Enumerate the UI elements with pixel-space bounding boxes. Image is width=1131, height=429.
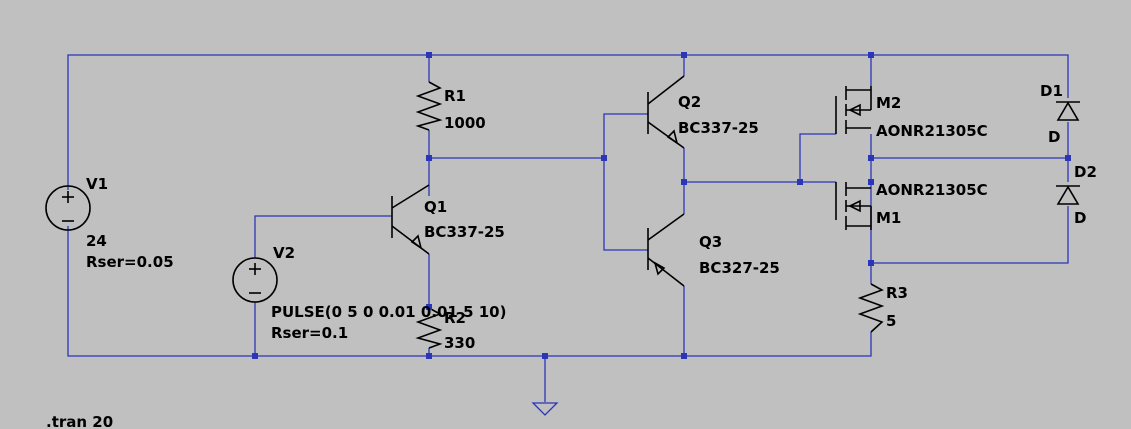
r3-ref-label: R3: [886, 284, 908, 302]
m2-mosfet[interactable]: [835, 86, 872, 134]
junction-dot: [252, 353, 258, 359]
wire-bottom-rail[interactable]: [67, 226, 872, 357]
junction-dot: [601, 155, 607, 161]
r1-value-label: 1000: [444, 114, 486, 132]
junction-dot: [868, 179, 874, 185]
q1-ref-label: Q1: [424, 198, 447, 216]
r3-value-label: 5: [886, 312, 896, 330]
junction-dot: [868, 52, 874, 58]
junction-dot: [1065, 155, 1071, 161]
junction-dot: [681, 179, 687, 185]
q2-value-label: BC337-25: [678, 119, 759, 137]
d1-ref-label: D1: [1040, 82, 1063, 100]
wire-d2-anode[interactable]: [871, 206, 1069, 264]
junction-dot: [426, 353, 432, 359]
m2-ref-label: M2: [876, 94, 901, 112]
v2-param-label: Rser=0.1: [271, 324, 348, 342]
m1-ref-label: M1: [876, 209, 901, 227]
r1-ref-label: R1: [444, 87, 466, 105]
wire-driver-bases[interactable]: [603, 113, 648, 251]
m1-value-label: AONR21305C: [876, 181, 988, 199]
q1-npn-transistor[interactable]: [391, 184, 430, 255]
junction-dot: [542, 353, 548, 359]
d2-ref-label: D2: [1074, 163, 1097, 181]
r2-resistor-symbol[interactable]: [415, 307, 443, 349]
junctions: [252, 52, 1071, 359]
v1-ref-label: V1: [86, 175, 108, 193]
wire-top-rail[interactable]: [67, 54, 1069, 190]
junction-dot: [426, 52, 432, 58]
m2-value-label: AONR21305C: [876, 122, 988, 140]
junction-dot: [426, 155, 432, 161]
r2-value-label: 330: [444, 334, 475, 352]
m1-mosfet[interactable]: [835, 182, 872, 230]
q2-ref-label: Q2: [678, 93, 701, 111]
r3-resistor-symbol[interactable]: [857, 283, 885, 333]
q3-ref-label: Q3: [699, 233, 722, 251]
wires: [67, 54, 1069, 402]
q3-value-label: BC327-25: [699, 259, 780, 277]
q3-pnp-transistor[interactable]: [647, 213, 685, 287]
junction-dot: [681, 52, 687, 58]
v1-value-label: 24: [86, 232, 107, 250]
v1-param-label: Rser=0.05: [86, 253, 174, 271]
r2-ref-label: R2: [444, 309, 466, 327]
v2-value-label: PULSE(0 5 0 0.01 0.01 5 10): [271, 303, 506, 321]
spice-directive[interactable]: .tran 20: [46, 413, 113, 429]
junction-dot: [868, 260, 874, 266]
v1-source-symbol[interactable]: [45, 185, 91, 231]
q2-npn-transistor[interactable]: [647, 75, 685, 149]
d1-value-label: D: [1048, 128, 1060, 146]
junction-dot: [797, 179, 803, 185]
d2-diode[interactable]: [1056, 185, 1080, 205]
r1-resistor-symbol[interactable]: [415, 81, 443, 131]
ground-symbol[interactable]: [531, 402, 559, 416]
junction-dot: [681, 353, 687, 359]
d1-diode[interactable]: [1056, 101, 1080, 121]
v2-ref-label: V2: [273, 244, 295, 262]
wire-m2-gate[interactable]: [799, 133, 836, 182]
q1-value-label: BC337-25: [424, 223, 505, 241]
wire-q1-base[interactable]: [254, 215, 392, 258]
d2-value-label: D: [1074, 209, 1086, 227]
junction-dot: [868, 155, 874, 161]
v2-source-symbol[interactable]: [232, 257, 278, 303]
junction-dot: [426, 304, 432, 310]
